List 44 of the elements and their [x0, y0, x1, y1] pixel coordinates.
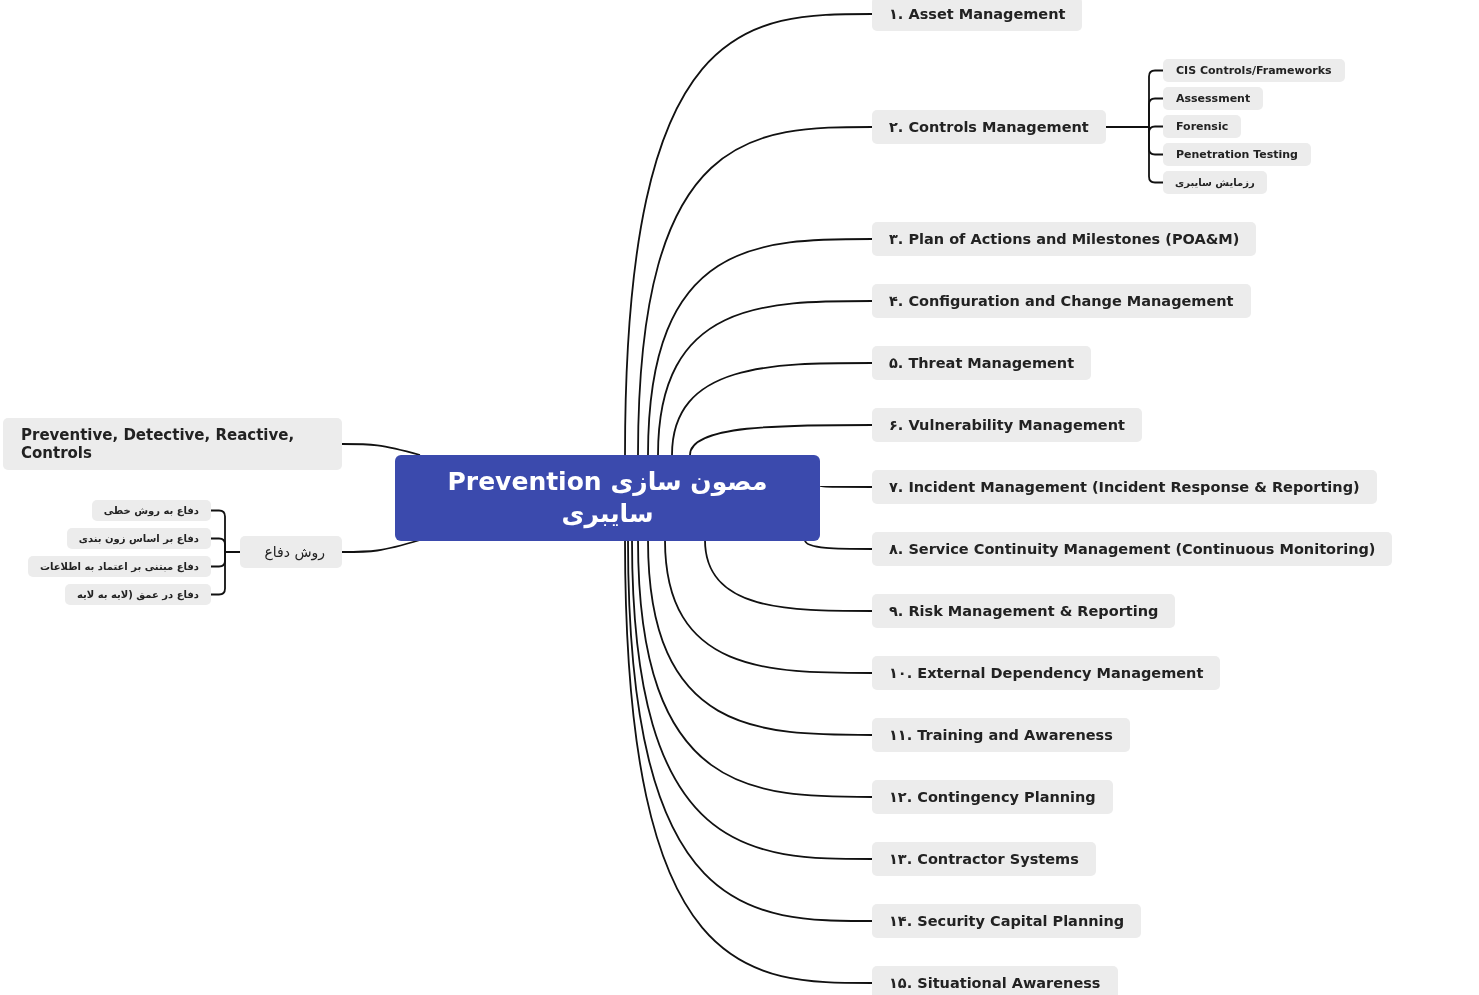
subtopic-box: دفاع در عمق (لایه به لایه	[64, 584, 211, 605]
connector-line	[671, 362, 873, 456]
connector-line	[637, 126, 873, 456]
subtopic-box: Forensic	[1163, 115, 1242, 138]
topic-box: ۱۵. Situational Awareness	[872, 966, 1118, 995]
subtopic-box: CIS Controls/Frameworks	[1163, 59, 1345, 82]
connector-line	[341, 539, 421, 553]
central-topic: مصون سازی Prevention سایبری	[395, 455, 820, 541]
topic-box: ۵. Threat Management	[872, 346, 1092, 380]
subtopic-box: رزمایش سایبری	[1163, 171, 1267, 194]
connector-line	[819, 485, 873, 488]
connector-line	[647, 238, 873, 456]
connector-line	[689, 424, 873, 456]
topic-box: ۴. Configuration and Change Management	[872, 284, 1251, 318]
topic-box: ۱۲. Contingency Planning	[872, 780, 1113, 814]
connector-line	[664, 539, 873, 674]
topic-box: Preventive, Detective, Reactive, Controls	[3, 418, 342, 470]
connector-line	[624, 13, 873, 456]
subtopic-box: Penetration Testing	[1163, 143, 1311, 166]
topic-box: ۳. Plan of Actions and Milestones (POA&M)	[872, 222, 1257, 256]
subtopic-box: Assessment	[1163, 87, 1264, 110]
connector-line	[647, 539, 873, 736]
connector-line	[637, 539, 873, 798]
subtopic-box: دفاع مبتنی بر اعتماد به اطلاعات	[27, 556, 211, 577]
topic-box: ۱۱. Training and Awareness	[872, 718, 1130, 752]
topic-box: ۸. Service Continuity Management (Continuous Monitoring)	[872, 532, 1393, 566]
connector-line	[704, 539, 873, 612]
connector-line	[210, 551, 241, 596]
topic-box: ۱۴. Security Capital Planning	[872, 904, 1142, 938]
topic-box: ۶. Vulnerability Management	[872, 408, 1142, 442]
connector-line	[657, 300, 873, 456]
topic-box: ۱۰. External Dependency Management	[872, 656, 1221, 690]
topic-box: ۹. Risk Management & Reporting	[872, 594, 1176, 628]
connector-line	[341, 443, 421, 456]
topic-box: ۱۳. Contractor Systems	[872, 842, 1096, 876]
topic-box: ۲. Controls Management	[872, 110, 1106, 144]
topic-box: ۷. Incident Management (Incident Response & Reporting)	[872, 470, 1377, 504]
subtopic-box: دفاع به روش خطی	[91, 500, 211, 521]
connector-line	[1105, 126, 1164, 184]
connector-line	[804, 539, 873, 550]
subtopic-box: دفاع بر اساس زون بندی	[66, 528, 211, 549]
topic-box: روش دفاع	[240, 536, 342, 568]
connector-line	[631, 539, 873, 860]
topic-box: ۱. Asset Management	[872, 0, 1083, 31]
